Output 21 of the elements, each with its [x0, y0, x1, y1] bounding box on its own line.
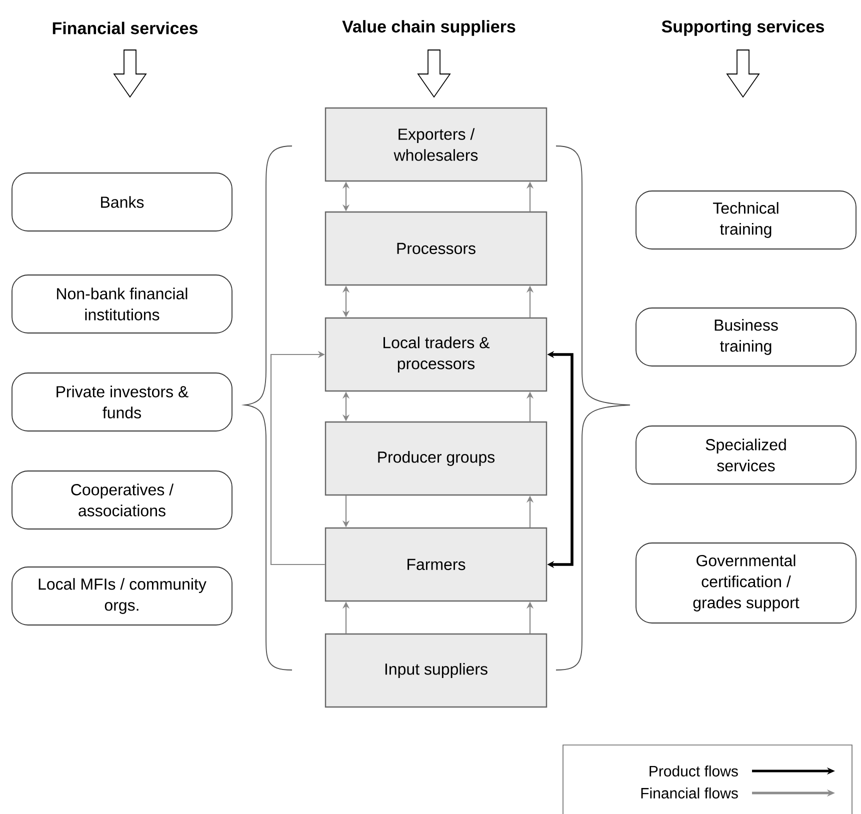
supplier-box: Exporters / wholesalers — [324, 107, 548, 182]
legend-text: Financial flows — [641, 788, 738, 799]
supplier-box: Input suppliers — [324, 633, 548, 708]
service-box: Private investors & funds — [12, 372, 232, 432]
supplier-box: Local traders & processors — [324, 317, 548, 392]
service-box: Non-bank financial institutions — [12, 274, 232, 334]
service-box: Specialized services — [636, 426, 856, 484]
legend-text: Product flows — [650, 766, 738, 777]
column-heading: Value chain suppliers — [342, 20, 516, 36]
supplier-box: Producer groups — [324, 421, 548, 496]
service-box: Business training — [636, 308, 856, 366]
service-box: Banks — [12, 172, 232, 232]
supplier-box: Processors — [324, 211, 548, 286]
arrow — [270, 350, 325, 566]
supplier-box: Farmers — [324, 527, 548, 602]
service-box: Technical training — [636, 190, 856, 250]
service-box: Governmental certification / grades support — [636, 542, 856, 624]
service-box: Cooperatives / associations — [12, 470, 232, 530]
column-heading: Supporting services — [662, 20, 824, 36]
column-heading: Financial services — [52, 22, 198, 34]
service-box: Local MFIs / community orgs. — [12, 566, 232, 626]
